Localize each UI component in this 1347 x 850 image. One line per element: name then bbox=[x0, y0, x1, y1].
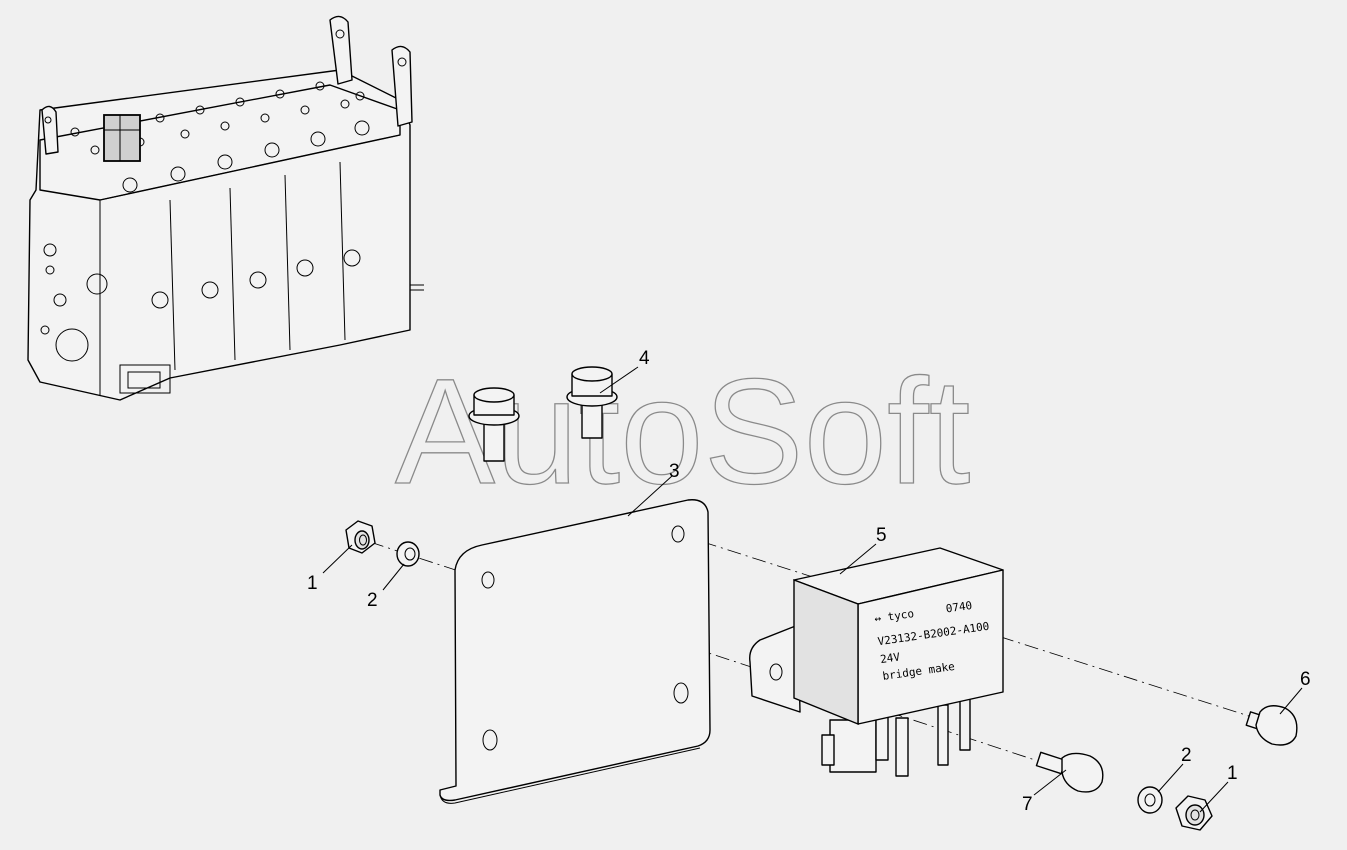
relay-code: 0740 bbox=[945, 599, 973, 616]
hex-nut-left bbox=[345, 520, 376, 554]
mounting-bracket bbox=[439, 499, 711, 804]
screw-right bbox=[1245, 705, 1298, 746]
relay-brand: ↔ tyco bbox=[874, 607, 915, 625]
watermark-text: AutoSoft bbox=[395, 347, 970, 515]
callout-5: 5 bbox=[876, 525, 887, 546]
callout-2-left: 2 bbox=[367, 590, 378, 611]
screw-lower bbox=[1035, 751, 1104, 793]
callout-2-right: 2 bbox=[1181, 745, 1192, 766]
flange-bolt-upper-1 bbox=[468, 387, 520, 462]
callout-7: 7 bbox=[1022, 794, 1033, 815]
leader-lines bbox=[322, 366, 1303, 813]
callout-1-right: 1 bbox=[1227, 763, 1238, 784]
hex-nut-right bbox=[1175, 795, 1213, 831]
relay-unit: ↔ tyco 0740 V23132-B2002-A100 24V bridge… bbox=[749, 547, 1004, 777]
callout-6: 6 bbox=[1300, 669, 1311, 690]
callout-numbers: 1 2 3 4 5 6 7 2 1 bbox=[307, 348, 1311, 815]
engine-block-overview bbox=[27, 15, 424, 401]
callout-3: 3 bbox=[669, 461, 680, 482]
relay-voltage: 24V bbox=[879, 650, 901, 666]
flange-bolt-upper-2 bbox=[566, 366, 618, 439]
washer-left bbox=[396, 541, 420, 567]
callout-4: 4 bbox=[639, 348, 650, 369]
callout-1-left: 1 bbox=[307, 573, 318, 594]
washer-right bbox=[1137, 786, 1163, 814]
